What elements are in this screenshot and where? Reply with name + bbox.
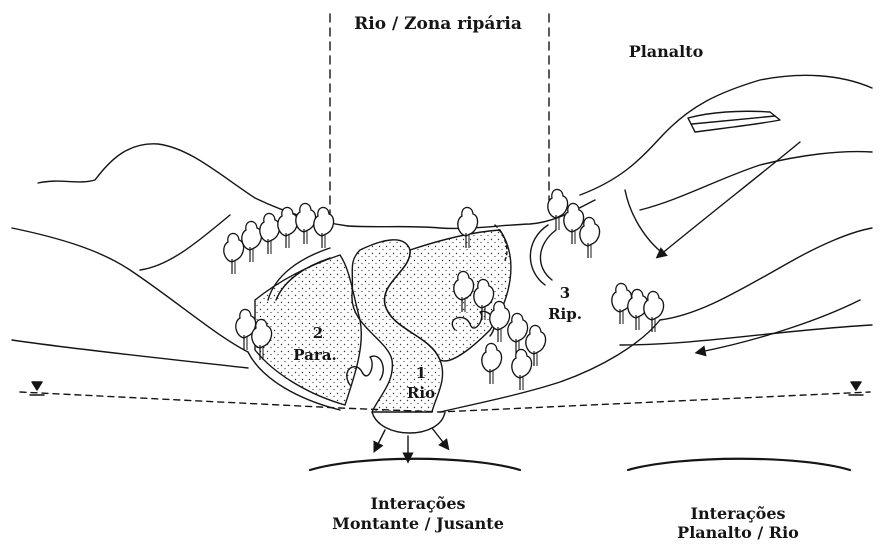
interactions-left-title: Interações: [370, 496, 465, 512]
interaction-arc-right: [628, 459, 850, 470]
zone-3-number: 3: [560, 286, 570, 301]
interactions-left-subtitle: Montante / Jusante: [332, 516, 504, 532]
zone-1-label: Rio: [407, 386, 435, 401]
right-foreground: [660, 228, 872, 320]
river-zone-label: Rio / Zona ripária: [354, 16, 522, 33]
water-table-line: [20, 392, 870, 412]
rock-outcrop: [688, 111, 780, 132]
zone-2-number: 2: [313, 326, 323, 341]
interactions-right-subtitle: Planalto / Rio: [677, 525, 799, 541]
zone-1-number: 1: [416, 366, 426, 381]
zone-2-label: Para.: [293, 348, 336, 363]
slope-arrow-1: [660, 142, 800, 255]
oxbow-right: [530, 225, 548, 285]
slope-arrow-2: [700, 300, 860, 352]
exchange-arrow-1: [376, 430, 385, 448]
water-table-marker-left: [32, 382, 42, 390]
plateau-label: Planalto: [629, 44, 704, 60]
zone-3-label: Rip.: [548, 307, 582, 322]
water-table-marker-right: [851, 382, 861, 390]
exchange-arrow-3: [432, 428, 446, 446]
left-foreground-slope: [12, 228, 248, 352]
interaction-arc-left: [310, 459, 520, 470]
interactions-right-title: Interações: [690, 506, 785, 522]
